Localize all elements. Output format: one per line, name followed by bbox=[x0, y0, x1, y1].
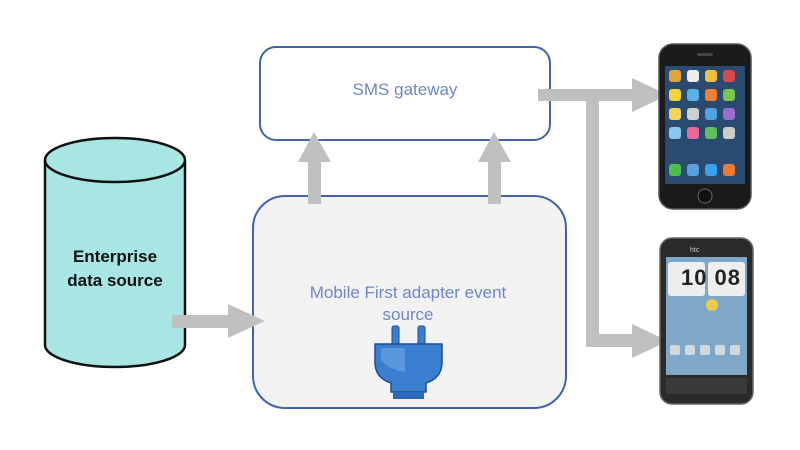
arrow-adapter-to-sms-left bbox=[298, 132, 331, 204]
adapter-label-line2: source bbox=[382, 305, 434, 324]
adapter-label-line1: Mobile First adapter event bbox=[309, 283, 507, 302]
enterprise-data-source-cylinder bbox=[43, 136, 187, 369]
phone-brand-label: htc bbox=[690, 247, 700, 254]
adapter-event-source-box bbox=[252, 195, 567, 409]
android-phone-image bbox=[659, 237, 754, 405]
iphone-image bbox=[658, 43, 752, 210]
arrow-datasource-to-adapter bbox=[172, 304, 265, 338]
data-source-line2: data source bbox=[67, 271, 163, 290]
adapter-event-source-label: Mobile First adapter event source bbox=[258, 282, 558, 326]
sms-gateway-label: SMS gateway bbox=[352, 80, 458, 99]
plug-icon bbox=[374, 325, 443, 399]
enterprise-data-source-label: Enterprise data source bbox=[40, 245, 190, 293]
data-source-line1: Enterprise bbox=[72, 247, 158, 266]
phone-clock-display: 10 08 bbox=[680, 265, 742, 290]
arrow-sms-to-phones bbox=[538, 78, 668, 358]
arrow-adapter-to-sms-right bbox=[478, 132, 511, 204]
